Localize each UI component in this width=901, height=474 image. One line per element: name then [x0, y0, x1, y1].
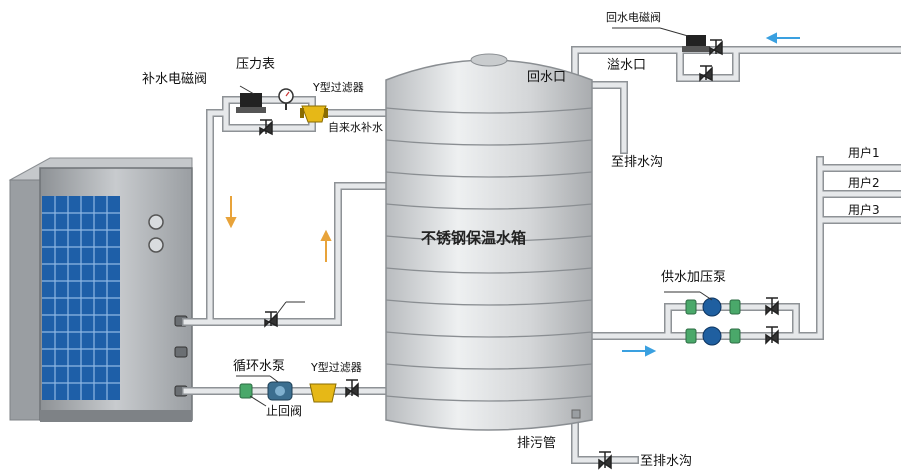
- return-solenoid-valve-icon: [682, 35, 710, 52]
- tank-bands: [385, 107, 593, 402]
- label-to-drain-bottom: 至排水沟: [640, 454, 693, 469]
- label-circulation-pump: 循环水泵: [233, 359, 286, 374]
- label-tap-water-makeup: 自来水补水: [328, 121, 383, 134]
- label-to-drain-top: 至排水沟: [611, 155, 664, 170]
- label-sewage-pipe: 排污管: [517, 436, 557, 451]
- circulation-pump-icon: [267, 381, 293, 401]
- supply-booster-pumps: [685, 297, 779, 346]
- heating-loop-valve-icon: [264, 301, 305, 328]
- label-pressure-gauge: 压力表: [236, 57, 276, 72]
- label-user-3: 用户3: [848, 203, 880, 217]
- label-return-solenoid-valve: 回水电磁阀: [606, 11, 661, 24]
- label-user-2: 用户2: [848, 176, 880, 190]
- orange-down-arrow-icon: [225, 196, 237, 229]
- blue-right-arrow-icon: [622, 345, 657, 357]
- label-user-1: 用户1: [848, 146, 880, 160]
- blue-left-arrow-icon: [765, 32, 800, 44]
- leader-lines: [236, 27, 713, 407]
- label-check-valve: 止回阀: [266, 404, 303, 418]
- stainless-steel-water-tank: [385, 53, 593, 431]
- label-y-filter-top: Y型过滤器: [313, 81, 364, 94]
- makeup-solenoid-valve-icon: [236, 93, 266, 113]
- label-makeup-solenoid-valve: 补水电磁阀: [142, 72, 208, 87]
- label-return-inlet: 回水口: [527, 70, 567, 85]
- gate-valve-icon: [259, 119, 273, 136]
- label-supply-booster-pump: 供水加压泵: [661, 270, 727, 285]
- pressure-gauge-icon: [278, 88, 294, 110]
- label-overflow-outlet: 溢水口: [607, 58, 647, 73]
- y-filter-top-icon: [300, 105, 328, 123]
- return-gate-valve-icon: [709, 39, 723, 56]
- label-y-filter-bottom: Y型过滤器: [311, 361, 362, 374]
- tank-outlet-stubs: [571, 409, 581, 419]
- heat-pump-gauge-icon: [148, 237, 164, 253]
- drain-valve-icon: [598, 451, 612, 470]
- circulation-loop-fittings: [239, 379, 359, 403]
- booster-pump-bottom-icon: [702, 326, 741, 346]
- heat-pump-unit: [8, 157, 193, 422]
- bypass-gate-valve-icon: [699, 65, 713, 82]
- y-filter-bottom-icon: [309, 383, 337, 403]
- heat-pump-fin-grid: [42, 196, 120, 400]
- flow-arrows: [225, 32, 800, 357]
- heat-pump-gauge-icon: [148, 214, 164, 230]
- booster-pump-top-icon: [702, 297, 741, 317]
- circulation-valve-icon: [345, 379, 359, 398]
- orange-up-arrow-icon: [320, 229, 332, 262]
- label-tank-name: 不锈钢保温水箱: [421, 229, 527, 247]
